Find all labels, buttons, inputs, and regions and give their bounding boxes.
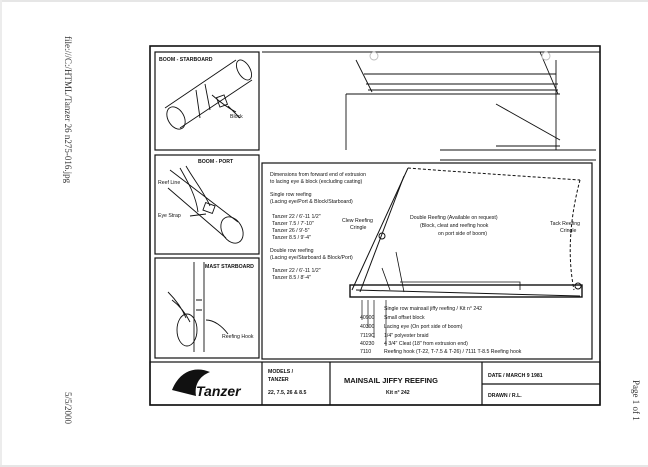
tack-label-1: Tack Reefing: [550, 221, 580, 227]
boom-starboard-title: BOOM - STARBOARD: [159, 57, 213, 63]
boom-port-title: BOOM - PORT: [198, 159, 234, 165]
tack-label-2: Cringle: [560, 228, 577, 234]
single-row-heading: Single row reefing: [270, 192, 312, 198]
part-code-3: 7119C: [360, 333, 375, 339]
reef-line-label: Reef Line: [158, 180, 180, 186]
part-desc-3: 1/4" polyester braid: [384, 333, 429, 339]
boom-starboard-sketch: [164, 59, 253, 130]
single-dim-4: Tanzer 8.5 / 9'-4": [272, 235, 311, 241]
dimensions-note-1: Dimensions from forward end of extrusion: [270, 172, 366, 178]
page-edge-top: [0, 0, 648, 2]
mast-starboard-sketch: [167, 262, 229, 352]
part-code-2: 40300: [360, 324, 375, 330]
tanzer-logo-text: Tanzer: [196, 383, 242, 399]
mast-starboard-title: MAST STARBOARD: [205, 264, 254, 270]
dimensions-note-2: to lacing eye & block (excluding casting…: [270, 179, 363, 185]
part-desc-1: Small offset block: [384, 315, 425, 321]
single-dim-2: Tanzer 7.5 / 7'-10": [272, 221, 314, 227]
part-code-5: 7110: [360, 349, 371, 355]
part-code-4: 40230: [360, 341, 375, 347]
double-reef-label-3: on port side of boom): [438, 231, 487, 237]
panel-main-sail: [261, 162, 593, 360]
drawn-by: DRAWN / R.L.: [488, 393, 522, 399]
single-dim-1: Tanzer 22 / 6'-11 1/2": [272, 214, 321, 220]
single-row-sub: (Lacing eye/Port & Block/Starboard): [270, 199, 353, 205]
sail-sketch: [349, 167, 583, 346]
logo-wave: [172, 369, 210, 396]
page-edge-left: [0, 0, 2, 467]
drawing-date: DATE / MARCH 9 1981: [488, 373, 543, 379]
double-dim-1: Tanzer 22 / 6'-11 1/2": [272, 268, 321, 274]
panel-mast-starboard: [154, 257, 260, 359]
double-row-sub: (Lacing eye/Starboard & Block/Port): [270, 255, 353, 261]
single-dim-3: Tanzer 26 / 9'-5": [272, 228, 310, 234]
panel-boom-port: [154, 154, 260, 255]
drawing-title: MAINSAIL JIFFY REEFING: [344, 376, 438, 385]
eye-strap-label: Eye Strap: [158, 213, 181, 219]
boom-port-sketch: [167, 165, 244, 244]
part-desc-2: Lacing eye (On port side of boom): [384, 324, 463, 330]
page-edge-bottom: [0, 465, 648, 467]
double-dim-2: Tanzer 8.5 / 8'-4": [272, 275, 311, 281]
models-brand: TANZER: [268, 377, 289, 383]
double-row-heading: Double row reefing: [270, 248, 314, 254]
part-code-1: 40900: [360, 315, 375, 321]
kit-number: Kit n° 242: [386, 390, 410, 396]
clew-label-2: Cringle: [350, 225, 367, 231]
models-label: MODELS /: [268, 369, 294, 375]
deck-sketch: [345, 51, 596, 161]
clew-label-1: Clew Reefing: [342, 218, 373, 224]
panel-boom-starboard: [154, 51, 260, 151]
block-callout: Block: [230, 114, 243, 120]
double-reef-label-2: (Block, cleat and reefing hook: [420, 223, 489, 229]
models-values: 22, 7.5, 26 & 8.5: [268, 390, 306, 396]
reefing-hook-label: Reefing Hook: [222, 334, 254, 340]
title-block-frame: [149, 361, 601, 406]
part-desc-4: 4 3/4" Cleat (18" from extrusion end): [384, 341, 468, 347]
parts-heading: Single row mainsail jiffy reefing / Kit …: [384, 306, 482, 312]
double-reef-label-1: Double Reefing (Available on request): [410, 215, 498, 221]
part-desc-5: Reefing hook (T-22, T-7.5 & T-26) / 7111…: [384, 349, 522, 355]
